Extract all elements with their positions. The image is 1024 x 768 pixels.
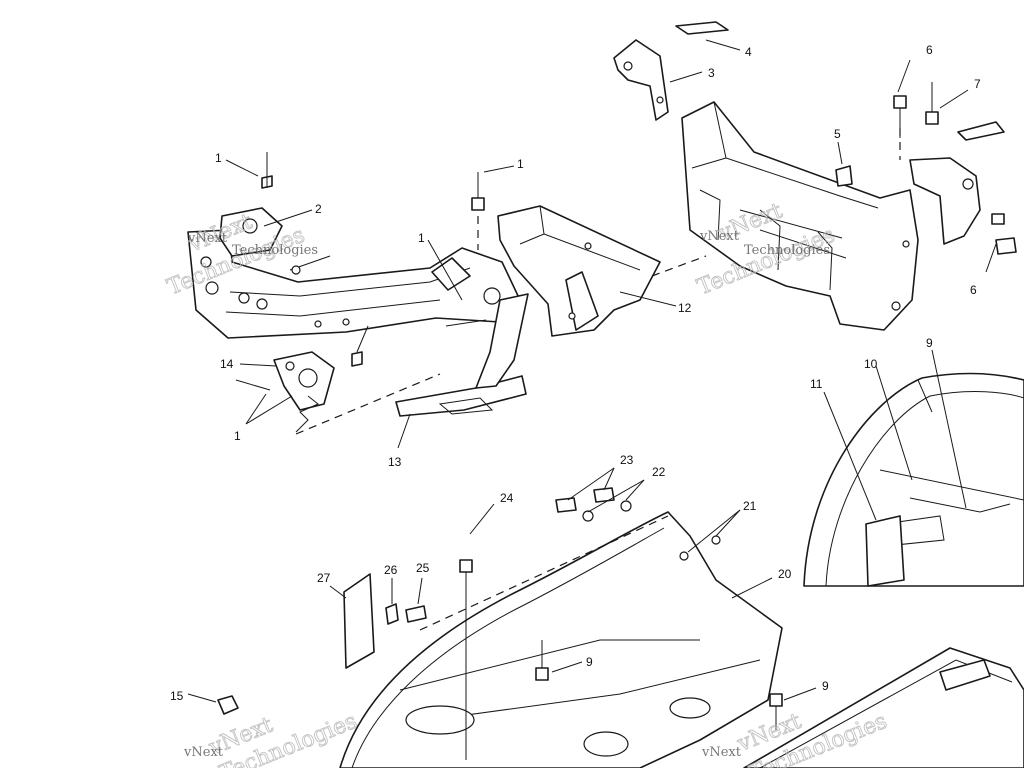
cross-member-12 xyxy=(497,205,661,337)
callout-7: 7 xyxy=(974,77,981,91)
callout-27: 27 xyxy=(317,571,331,585)
callout-1-top-left: 1 xyxy=(215,151,222,165)
support-arm-13 xyxy=(395,293,529,417)
callout-23: 23 xyxy=(620,453,634,467)
callout-9-right: 9 xyxy=(926,336,933,350)
callout-15: 15 xyxy=(170,689,184,703)
callout-6-bottom: 6 xyxy=(970,283,977,297)
callout-1-center: 1 xyxy=(517,157,524,171)
callout-5: 5 xyxy=(834,127,841,141)
callout-3: 3 xyxy=(708,66,715,80)
front-frame-rail xyxy=(187,229,521,339)
callout-21: 21 xyxy=(743,499,757,513)
callout-9-lower: 9 xyxy=(822,679,829,693)
callout-14: 14 xyxy=(220,357,234,371)
callout-2: 2 xyxy=(315,202,322,216)
callout-11: 11 xyxy=(810,377,823,391)
callout-6-top: 6 xyxy=(926,43,933,57)
nut-5 xyxy=(835,165,853,187)
watermark-brand-small: vNext xyxy=(183,745,224,760)
mount-bracket-3 xyxy=(613,39,669,121)
callout-9-center: 9 xyxy=(586,655,593,669)
side-panel-right xyxy=(803,372,1024,587)
decal-4 xyxy=(675,21,729,35)
callout-labels: 1 2 1 1 14 1 13 12 4 3 6 7 5 6 9 10 11 2… xyxy=(170,43,981,703)
callout-4: 4 xyxy=(745,45,752,59)
callout-13: 13 xyxy=(388,455,402,469)
watermark-brand-small: vNext xyxy=(701,745,742,760)
callout-1-lower-left: 1 xyxy=(234,429,241,443)
bracket-part-14 xyxy=(273,351,335,411)
hood-windshield-20 xyxy=(339,511,783,768)
callout-20: 20 xyxy=(778,567,792,581)
watermark-brand-small: vNext xyxy=(699,229,740,244)
trim-strip-lower-right xyxy=(743,647,1024,768)
callout-25: 25 xyxy=(416,561,430,575)
leader-lines xyxy=(187,39,997,703)
watermark-brand-small: vNext xyxy=(187,231,228,246)
callout-24: 24 xyxy=(500,491,514,505)
callout-26: 26 xyxy=(384,563,398,577)
callout-10: 10 xyxy=(864,357,878,371)
bracket-part-2 xyxy=(219,207,283,257)
callout-12: 12 xyxy=(678,301,692,315)
fastener-group-upper xyxy=(235,82,1017,391)
upper-housing xyxy=(681,101,919,331)
watermark-name-small: Technologies xyxy=(744,243,830,258)
watermark-name-small: Technologies xyxy=(232,243,318,258)
connector-dashes xyxy=(295,128,901,435)
callout-1-rail: 1 xyxy=(418,231,425,245)
callout-22: 22 xyxy=(652,465,666,479)
side-bracket-right xyxy=(909,121,1005,245)
fastener-group-lower xyxy=(217,487,783,760)
